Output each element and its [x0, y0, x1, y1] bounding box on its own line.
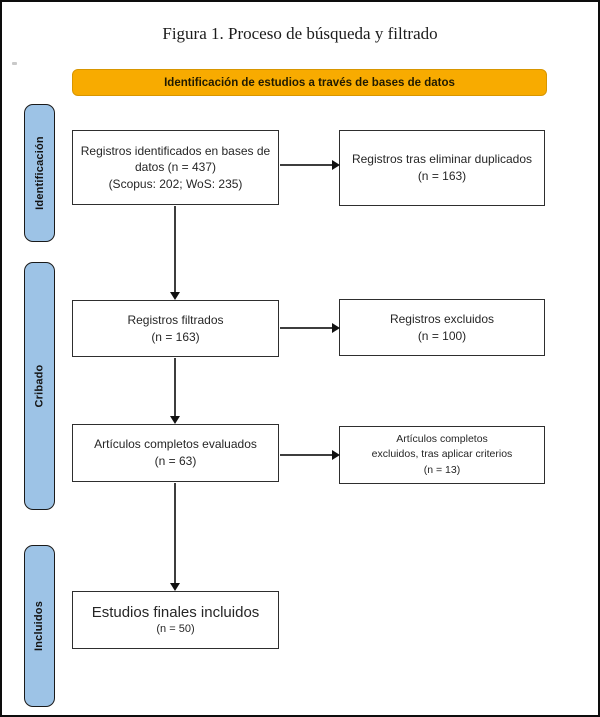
- arrow-assessed-to-ftexcluded-head: [332, 450, 340, 460]
- scan-artifact: [12, 62, 17, 65]
- arrow-screened-to-assessed-shaft: [174, 358, 176, 417]
- stage-tab-cribado: Cribado: [24, 262, 55, 510]
- node-text-line: Registros excluidos: [389, 311, 495, 326]
- node-text-line: (n = 163): [151, 329, 200, 344]
- node-text-line: datos (n = 437): [134, 160, 217, 175]
- node-text-line: Registros filtrados: [127, 312, 224, 327]
- node-records-identified: Registros identificados en bases de dato…: [72, 130, 279, 205]
- node-text-line: Registros tras eliminar duplicados: [351, 152, 533, 167]
- stage-tab-identificacion: Identificación: [24, 104, 55, 242]
- node-text-line: Artículos completos evaluados: [94, 437, 257, 452]
- arrow-screened-to-excluded-shaft: [280, 327, 332, 329]
- node-text-line: (n = 163): [417, 169, 467, 183]
- node-text-line: excluidos, tras aplicar criterios: [371, 448, 513, 461]
- node-fulltext-assessed: Artículos completos evaluados (n = 63): [72, 424, 279, 482]
- arrow-identified-to-deduplicated-head: [332, 160, 340, 170]
- node-text-line: (n = 50): [156, 623, 195, 636]
- node-included-final: Estudios finales incluidos (n = 50): [72, 591, 279, 649]
- node-text-line: Artículos completos: [396, 433, 488, 446]
- arrow-identified-to-screened-shaft: [174, 206, 176, 293]
- arrow-screened-to-assessed-head: [170, 416, 180, 424]
- stage-tab-label: Identificación: [33, 136, 46, 210]
- stage-tab-incluidos: Incluidos: [24, 545, 55, 707]
- node-text-line: Estudios finales incluidos: [91, 603, 260, 621]
- stage-tab-label: Incluidos: [33, 600, 46, 652]
- arrow-assessed-to-included-head: [170, 583, 180, 591]
- stage-tab-label: Cribado: [33, 364, 46, 408]
- node-records-excluded: Registros excluidos (n = 100): [339, 299, 545, 356]
- arrow-assessed-to-ftexcluded-shaft: [280, 454, 332, 456]
- node-text-line: (n = 13): [423, 463, 461, 476]
- arrow-identified-to-screened-head: [170, 292, 180, 300]
- node-text-line: Registros identificados en bases de: [80, 143, 271, 158]
- arrow-assessed-to-included-shaft: [174, 483, 176, 584]
- node-records-screened: Registros filtrados (n = 163): [72, 300, 279, 357]
- node-records-deduplicated: Registros tras eliminar duplicados (n = …: [339, 130, 545, 206]
- node-text-line: (Scopus: 202; WoS: 235): [108, 176, 243, 191]
- node-text-line: (n = 100): [417, 328, 467, 343]
- arrow-screened-to-excluded-head: [332, 323, 340, 333]
- node-text-line: (n = 63): [154, 454, 197, 468]
- node-fulltext-excluded: Artículos completos excluidos, tras apli…: [339, 426, 545, 484]
- figure-title: Figura 1. Proceso de búsqueda y filtrado: [162, 24, 438, 43]
- arrow-identified-to-deduplicated-shaft: [280, 164, 332, 166]
- banner-identification-databases: Identificación de estudios a través de b…: [72, 69, 547, 96]
